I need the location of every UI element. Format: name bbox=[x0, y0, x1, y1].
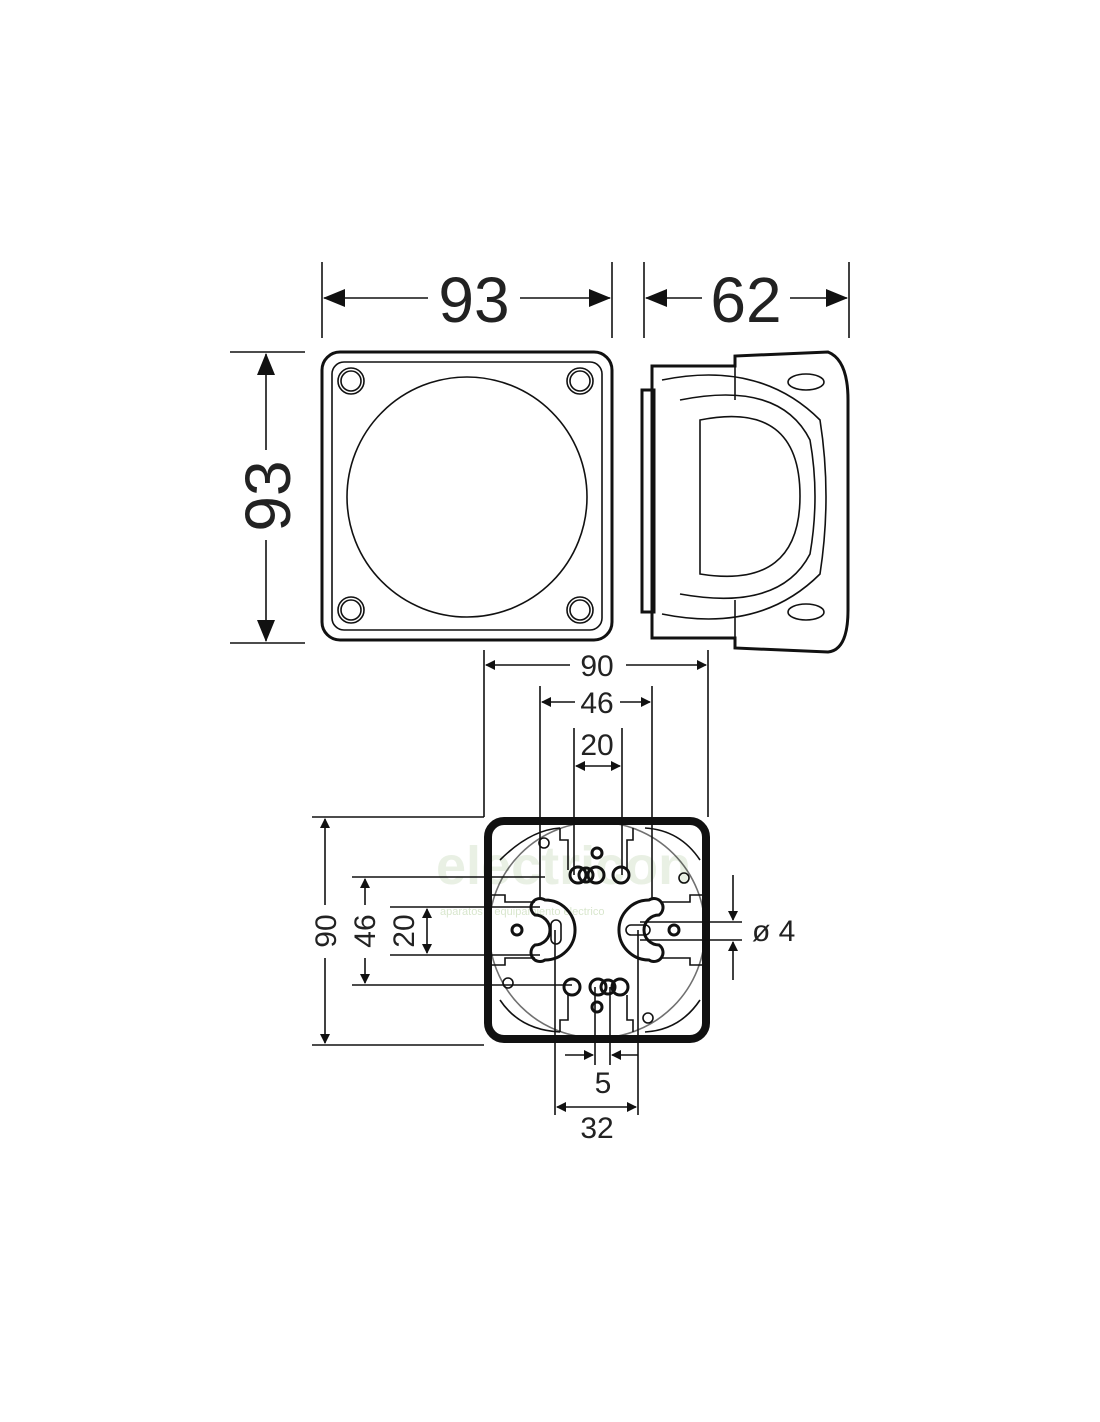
top-view bbox=[320, 350, 614, 642]
side-view bbox=[640, 350, 850, 654]
label-90-height: 90 bbox=[310, 914, 343, 947]
label-20-width: 20 bbox=[580, 729, 613, 762]
label-5: 5 bbox=[595, 1067, 612, 1100]
label-20-height: 20 bbox=[388, 914, 421, 947]
watermark-logo: electricon aparatos y equipamiento elect… bbox=[436, 836, 691, 918]
dimension-height-93: 93 bbox=[230, 351, 305, 644]
label-32: 32 bbox=[580, 1112, 613, 1145]
dimension-width-93: 93 bbox=[321, 262, 613, 338]
screw-holes bbox=[337, 367, 594, 624]
label-46-width: 46 bbox=[580, 687, 613, 720]
watermark-brand: electricon bbox=[436, 836, 691, 896]
bottom-view bbox=[484, 817, 710, 1043]
label-46-height: 46 bbox=[349, 914, 382, 947]
label-62: 62 bbox=[710, 264, 781, 336]
label-93-width: 93 bbox=[438, 264, 509, 336]
label-93-height: 93 bbox=[232, 460, 304, 531]
dimension-depth-62: 62 bbox=[643, 262, 850, 338]
label-diameter-4: ø 4 bbox=[752, 915, 795, 948]
dimensions-bottom-view: 90 46 20 90 46 20 5 32 bbox=[310, 650, 795, 1145]
cover-circle bbox=[346, 376, 588, 618]
label-90-width: 90 bbox=[580, 650, 613, 683]
watermark-tagline: aparatos y equipamiento electrico bbox=[440, 906, 604, 918]
